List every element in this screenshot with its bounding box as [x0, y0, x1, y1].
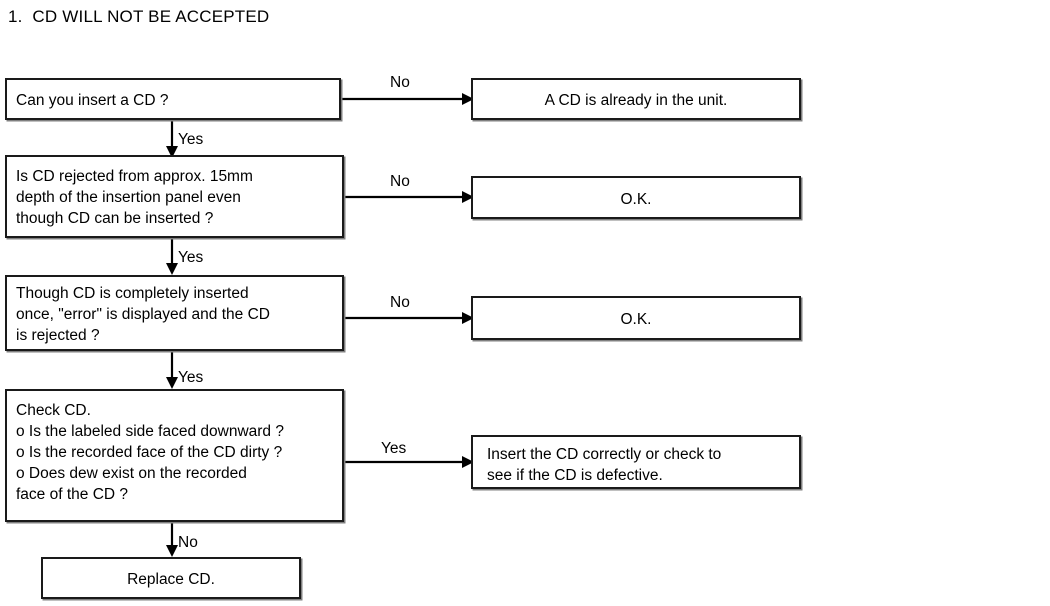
- edge-label-q1-no: No: [390, 74, 410, 91]
- flow-node-r1[interactable]: A CD is already in the unit.: [471, 78, 801, 120]
- edge-label-q1-yes: Yes: [178, 131, 204, 148]
- flow-node-r3-text: O.K.: [620, 311, 652, 328]
- flow-node-r5-text: Replace CD.: [127, 571, 215, 588]
- edge-label-q3-no: No: [390, 294, 410, 311]
- flow-node-r1-text: A CD is already in the unit.: [544, 92, 728, 109]
- page-title: 1. CD WILL NOT BE ACCEPTED: [8, 7, 270, 26]
- flow-node-r2-text: O.K.: [620, 191, 652, 208]
- edge-label-q2-no: No: [390, 173, 410, 190]
- flow-node-r4-text: Insert the CD correctly or check to see …: [487, 446, 722, 484]
- flow-node-q4-text: Check CD. o Is the labeled side faced do…: [16, 402, 284, 503]
- flow-node-r2[interactable]: O.K.: [471, 176, 801, 219]
- flow-node-q1[interactable]: Can you insert a CD ?: [5, 78, 341, 120]
- flow-node-q2-text: Is CD rejected from approx. 15mm depth o…: [16, 168, 253, 227]
- flow-node-q4[interactable]: Check CD. o Is the labeled side faced do…: [5, 389, 344, 522]
- flow-node-q3[interactable]: Though CD is completely inserted once, "…: [5, 275, 344, 351]
- flow-node-r3[interactable]: O.K.: [471, 296, 801, 340]
- edge-label-q4-yes: Yes: [381, 440, 407, 457]
- flow-node-r5[interactable]: Replace CD.: [41, 557, 301, 599]
- edge-label-q3-yes: Yes: [178, 369, 204, 386]
- flow-node-q3-text: Though CD is completely inserted once, "…: [16, 285, 270, 344]
- edge-label-q2-yes: Yes: [178, 249, 204, 266]
- flow-node-r4[interactable]: Insert the CD correctly or check to see …: [471, 435, 801, 489]
- edge-label-q4-no: No: [178, 534, 198, 551]
- flow-node-q2[interactable]: Is CD rejected from approx. 15mm depth o…: [5, 155, 344, 238]
- flow-node-q1-text: Can you insert a CD ?: [16, 92, 169, 109]
